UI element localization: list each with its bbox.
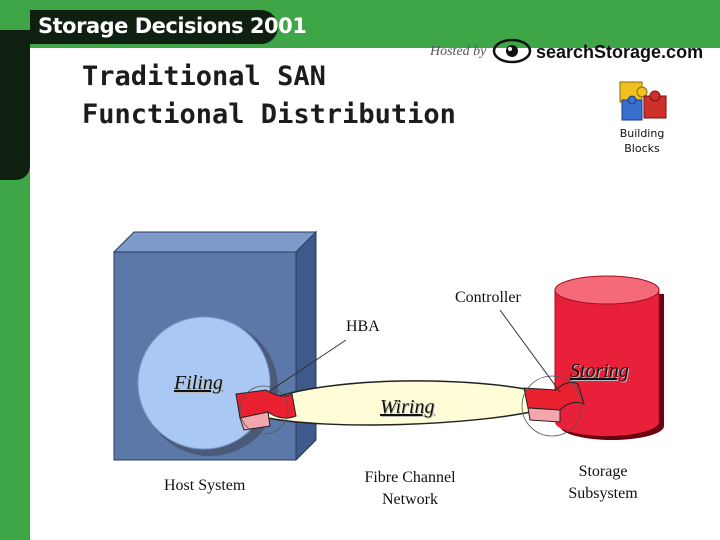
hba-callout-line [267, 339, 347, 393]
storage-caption-line1: Storage [578, 463, 628, 480]
wiring-label: Wiring [380, 396, 435, 418]
controller-label: Controller [455, 289, 521, 306]
storage-subsystem-caption: Storage Subsystem [552, 461, 654, 505]
building-blocks-label: Building Blocks [619, 127, 665, 155]
host-system-caption: Host System [164, 477, 246, 494]
brand-logo-left: Storage [38, 14, 128, 38]
puzzle-pieces-icon [616, 76, 670, 129]
fibre-channel-caption: Fibre Channel Network [346, 467, 474, 511]
brand-logo: Storage Decisions 2001 [38, 14, 307, 38]
brand-logo-background [30, 10, 278, 44]
partner-logo: searchStorage.com [536, 42, 704, 62]
storage-caption-line2: Subsystem [568, 485, 638, 502]
controller-callout-line [499, 309, 561, 393]
hba-connector [235, 385, 297, 435]
hba-label: HBA [346, 318, 380, 335]
hosted-by-label: Hosted by [430, 44, 487, 59]
brand-logo-right: Decisions 2001 [134, 14, 307, 38]
fibre-channel-caption-line1: Fibre Channel [364, 469, 456, 486]
controller-connector [521, 375, 585, 437]
left-accent-block [0, 30, 30, 180]
fibre-channel-caption-line2: Network [382, 491, 438, 508]
eye-icon [492, 38, 532, 69]
storage-cylinder [554, 275, 664, 440]
storing-label: Storing [570, 360, 629, 382]
page-title: Traditional SAN Functional Distribution [82, 61, 456, 130]
filing-label: Filing [174, 372, 223, 394]
